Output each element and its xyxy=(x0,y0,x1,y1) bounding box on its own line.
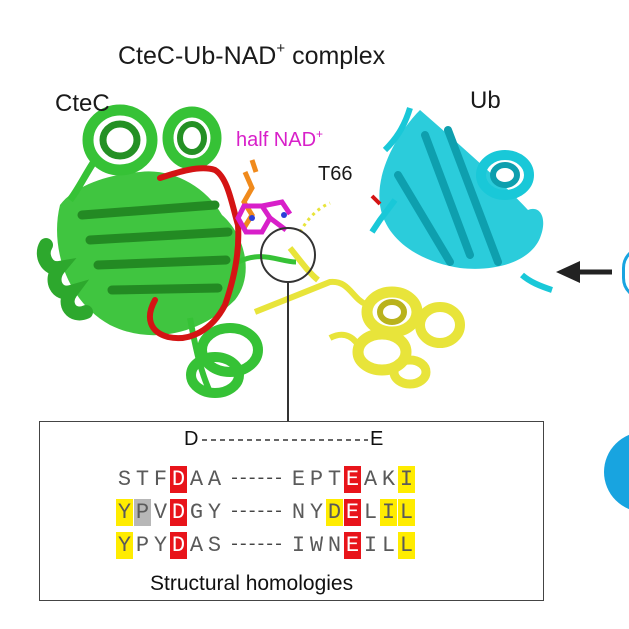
marker-d: D xyxy=(184,428,199,450)
residue-e-conserved: E xyxy=(344,499,361,526)
linker-domain xyxy=(253,246,465,389)
residue: Y xyxy=(116,499,133,526)
residue-e-conserved: E xyxy=(344,466,361,493)
marker-e: E xyxy=(370,428,384,450)
residue: A xyxy=(189,533,204,558)
ctec-red-loop xyxy=(146,165,242,342)
residue: A xyxy=(363,467,378,492)
residue: K xyxy=(381,467,396,492)
alignment-caption: Structural homologies xyxy=(150,572,354,595)
residue: P xyxy=(309,467,324,492)
residue: V xyxy=(153,500,168,525)
residue: T xyxy=(135,467,150,492)
residue: S xyxy=(207,533,222,558)
residue: I xyxy=(291,533,306,558)
residue: Y xyxy=(116,532,133,559)
residue: P xyxy=(135,533,150,558)
figure-title: CteC-Ub-NAD+ complex xyxy=(118,40,386,70)
residue: Y xyxy=(207,500,222,525)
residue: I xyxy=(398,466,415,493)
residue: N xyxy=(327,533,342,558)
label-t66: T66 xyxy=(318,163,353,185)
residue: E xyxy=(291,467,306,492)
residue: W xyxy=(309,533,324,558)
residue: T xyxy=(327,467,342,492)
gap: ------ xyxy=(229,502,284,522)
residue-e-conserved: E xyxy=(344,532,361,559)
residue: Y xyxy=(309,500,324,525)
gap: ------ xyxy=(229,469,284,489)
residue: A xyxy=(207,467,222,492)
ctec-domain xyxy=(36,104,297,398)
marker-connector xyxy=(202,439,368,441)
residue-d-conserved: D xyxy=(170,499,187,526)
residue: I xyxy=(380,499,397,526)
residue: D xyxy=(326,499,343,526)
label-ub: Ub xyxy=(470,87,501,114)
gap: ------ xyxy=(229,535,284,555)
t66-dotted-link xyxy=(298,201,331,233)
nad-molecule xyxy=(235,159,293,235)
residue: I xyxy=(363,533,378,558)
left-arrow-icon xyxy=(556,261,612,283)
residue: Y xyxy=(153,533,168,558)
residue: L xyxy=(398,499,415,526)
label-ctec: CteC xyxy=(55,90,110,117)
residue: L xyxy=(363,500,378,525)
residue: L xyxy=(381,533,396,558)
residue: L xyxy=(398,532,415,559)
residue: F xyxy=(153,467,168,492)
residue-d-conserved: D xyxy=(170,466,187,493)
residue: N xyxy=(291,500,306,525)
residue: A xyxy=(189,467,204,492)
residue: S xyxy=(117,467,132,492)
residue: P xyxy=(134,499,151,526)
ub-domain xyxy=(369,107,553,293)
residue-d-conserved: D xyxy=(170,532,187,559)
label-half-nad: half NAD+ xyxy=(236,127,324,151)
residue: G xyxy=(189,500,204,525)
